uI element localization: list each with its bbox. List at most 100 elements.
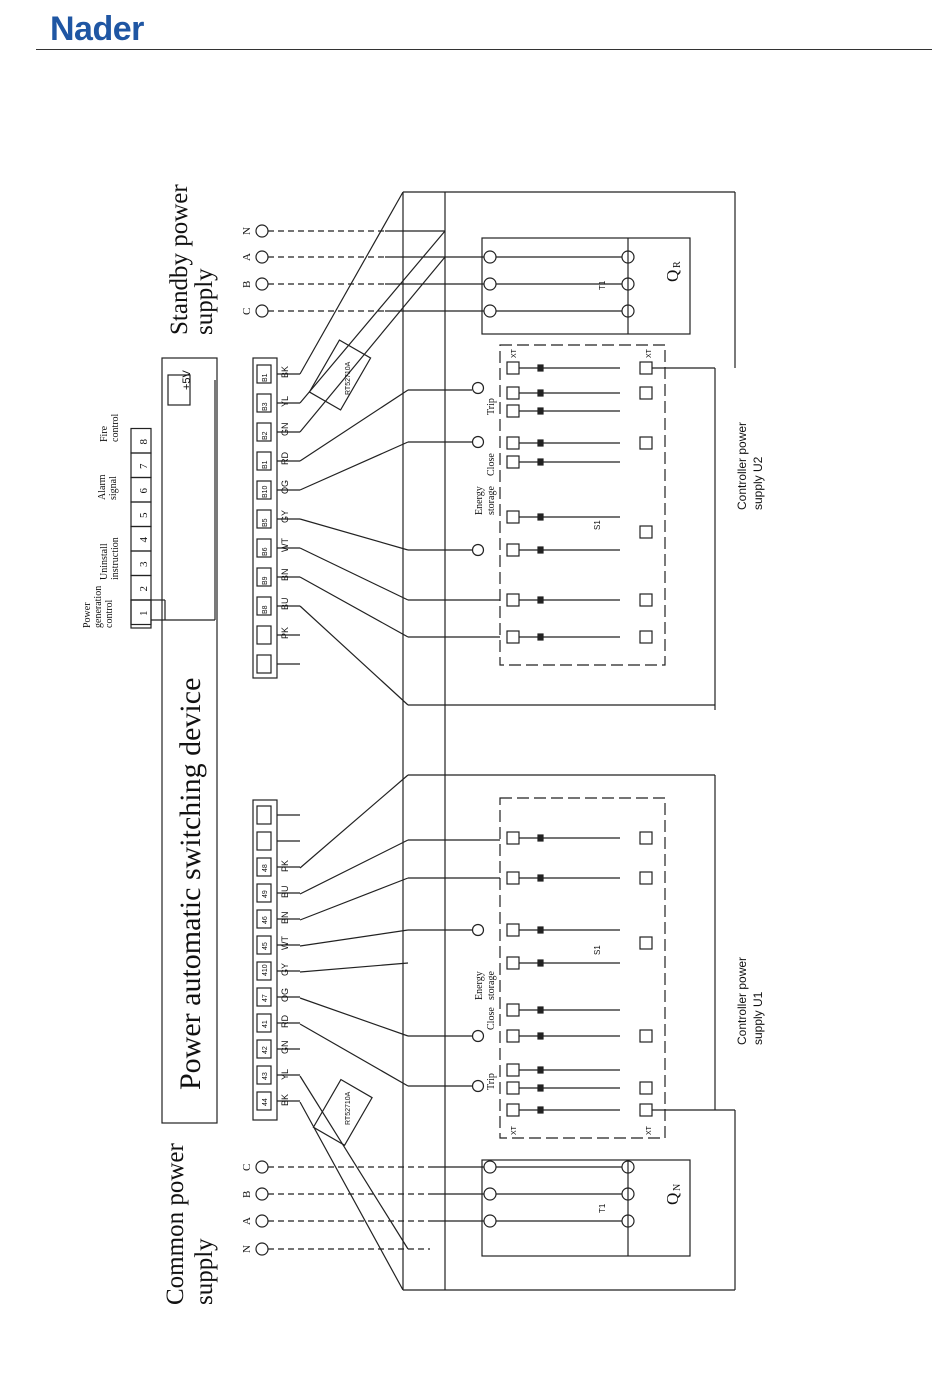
strip-cell [256,961,272,981]
controller-terminal [506,1063,520,1077]
wire-color-label: BU [280,597,290,610]
strip-terminal-number: B1 [262,373,269,382]
controller-terminal [506,455,520,469]
contact-mark [537,1032,544,1040]
signal-wire [299,1101,404,1291]
controller-box-common [499,797,666,1139]
strip-cell [256,567,272,587]
signal-cell [130,427,152,454]
terminal-circle [255,1214,269,1228]
signal-wire [299,839,409,895]
breaker-contact [483,1160,497,1174]
wire-color-label: GN [280,423,290,437]
indicator-lamp [471,543,485,557]
controller-terminal [639,386,653,400]
signal-label: Uninstall [99,543,110,580]
controller-terminal [506,361,520,375]
indicator-lamp [471,1079,485,1093]
contact-mark [537,407,544,415]
contact-mark [537,364,544,372]
terminal-circle [255,250,269,264]
common-supply-label: Common power [162,1143,189,1305]
breaker-contact [483,1214,497,1228]
strip-cell [256,987,272,1007]
signal-label: generation [93,586,104,628]
phase-label: A [241,253,253,261]
contact-mark [537,1106,544,1114]
contact-mark [537,874,544,882]
breaker-label: Q [663,1193,682,1205]
signal-wire [299,256,446,433]
controller-terminal [506,923,520,937]
s1-label: S1 [593,520,602,530]
breaker-label: Q [663,270,682,282]
energy-label: storage [486,486,497,515]
signal-wire [299,877,409,921]
signal-wire [299,441,409,491]
controller-u1-label: Controller power [735,957,749,1045]
controller-terminal [639,1029,653,1043]
controller-box-standby [499,344,666,666]
breaker-contact [483,304,497,318]
controller-terminal [506,1003,520,1017]
phase-label: B [241,1191,253,1198]
strip-cell [256,596,272,616]
controller-terminal [639,525,653,539]
strip-cell [256,1039,272,1059]
header-divider [36,49,932,50]
strip-terminal-number: 43 [262,1072,269,1080]
strip-cell [256,909,272,929]
wire-color-label: PK [280,860,290,872]
controller-terminal [506,1029,520,1043]
controller-terminal [506,386,520,400]
indicator-lamp [471,923,485,937]
wire-color-label: BK [280,1094,290,1106]
t1-label: T1 [598,280,607,290]
wire-color-label: GY [280,963,290,976]
controller-terminal [639,1103,653,1117]
phase-label: C [241,1164,253,1171]
strip-cell [256,451,272,471]
breaker-qr-box [481,237,691,335]
phase-label: B [241,281,253,288]
controller-terminal [506,956,520,970]
wire-color-label: BN [280,568,290,581]
energy-label: storage [486,971,497,1000]
contact-mark [537,513,544,521]
strip-cell [256,393,272,413]
controller-terminal [639,936,653,950]
terminal-circle [255,1160,269,1174]
wire-color-label: GN [280,1041,290,1055]
terminal-strip-standby [252,357,278,679]
indicator-lamp [471,1029,485,1043]
phase-label: N [241,227,253,235]
device-box [161,357,218,1124]
strip-cell [256,480,272,500]
terminal-circle [255,277,269,291]
signal-label: signal [108,476,119,500]
signal-wire [299,1023,409,1087]
strip-terminal-number: 45 [262,942,269,950]
strip-terminal-number: 49 [262,890,269,898]
terminal-strip-common [252,799,278,1121]
contact-mark [537,1084,544,1092]
contact-mark [537,633,544,641]
brand-logo: Nader [50,10,144,48]
standby-supply-label: supply [191,268,218,335]
strip-terminal-number: B6 [262,547,269,556]
strip-cell [256,935,272,955]
strip-cell [256,654,272,674]
controller-terminal [639,630,653,644]
phase-label: C [241,308,253,315]
strip-terminal-number: B5 [262,518,269,527]
strip-terminal-number: 410 [262,964,269,976]
breaker-label: R [672,261,683,268]
signal-terminal-number: 1 [138,611,150,617]
signal-terminal-number: 8 [138,439,150,445]
signal-terminal-number: 7 [138,463,150,469]
voltage-box [167,374,191,406]
strip-cell [256,883,272,903]
fuse-label: RT52710A [345,361,352,395]
breaker-qn-box [481,1159,691,1257]
